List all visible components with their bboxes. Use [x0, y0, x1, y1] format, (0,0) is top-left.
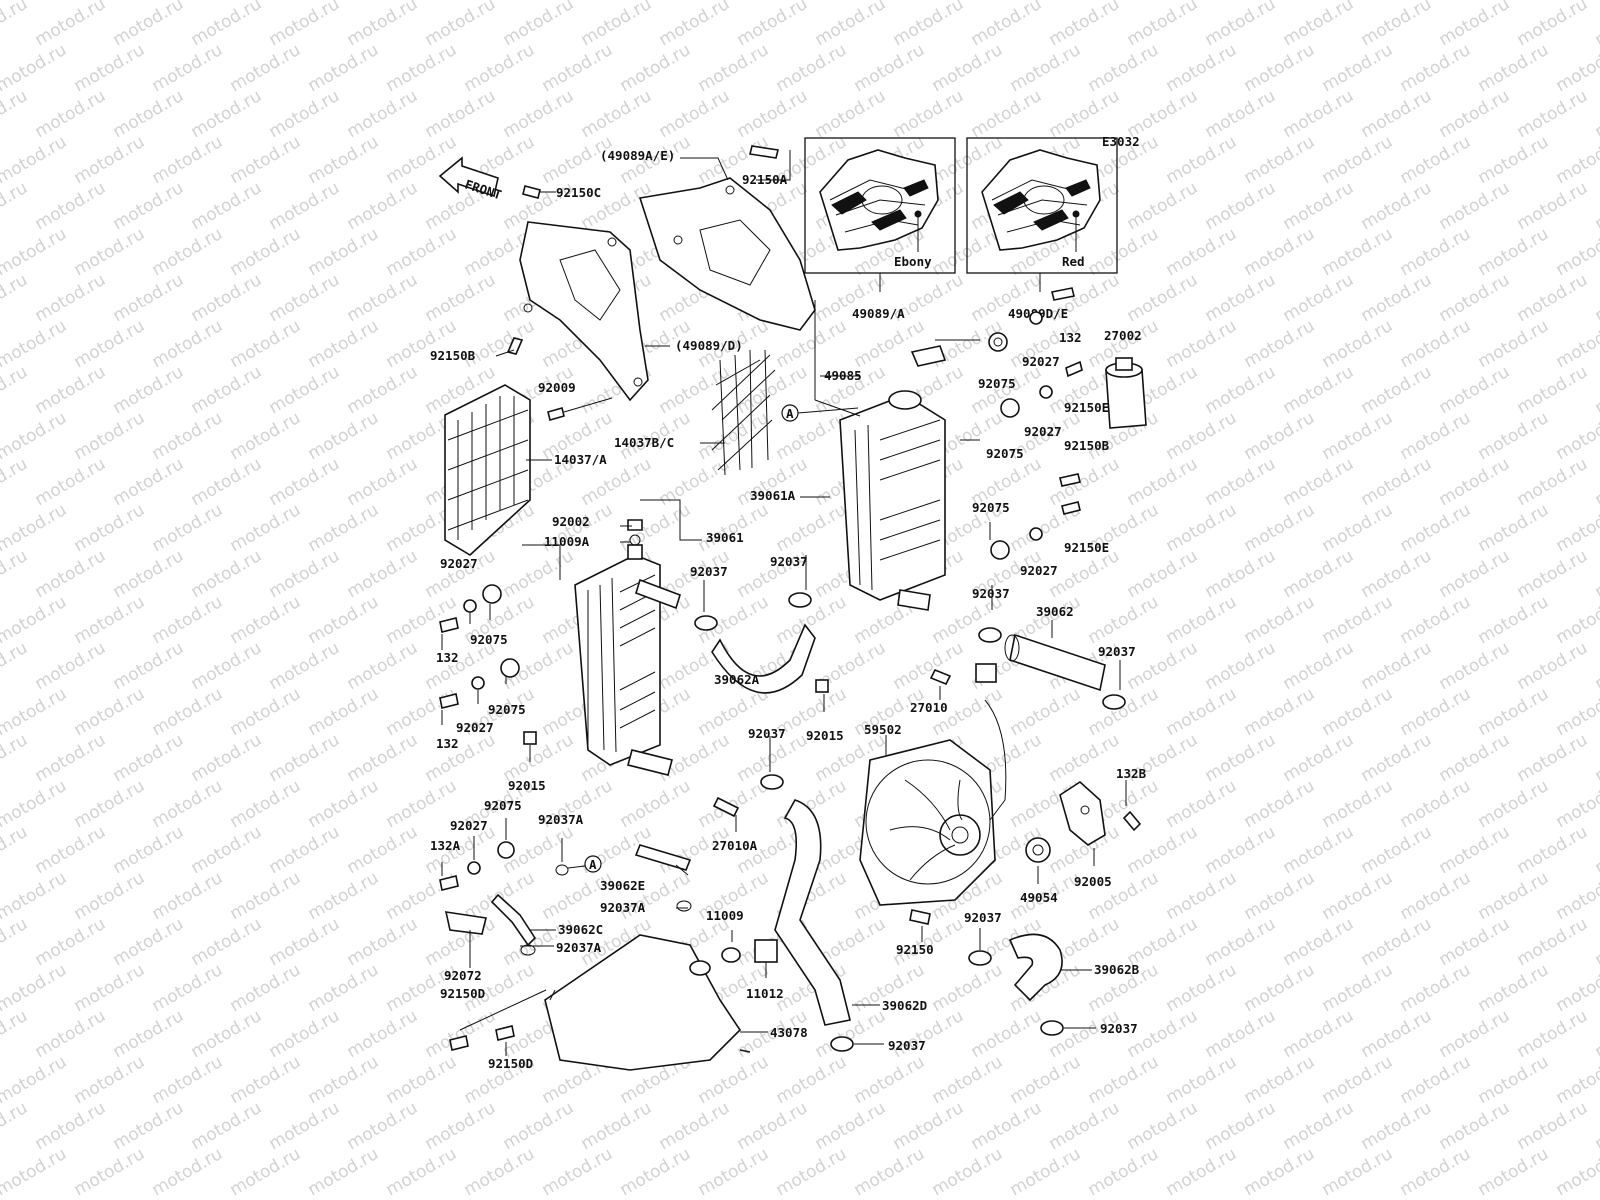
- svg-text:A: A: [589, 857, 597, 872]
- callout-label: 92037: [972, 586, 1010, 601]
- callout-label: 14037B/C: [614, 435, 674, 450]
- hose-39062C: [490, 893, 537, 947]
- callout-label: 92150D: [488, 1056, 533, 1071]
- callout-label: 92072: [444, 968, 482, 983]
- hardware-parts: [439, 145, 1142, 1053]
- callout-label: 39062: [1036, 604, 1074, 619]
- callout-label: 27002: [1104, 328, 1142, 343]
- svg-text:A: A: [786, 406, 794, 421]
- hose-39062: [1004, 633, 1106, 692]
- leader-lines: [441, 150, 1127, 1056]
- callout-label: 92037: [1098, 644, 1136, 659]
- callout-label: 92150: [896, 942, 934, 957]
- callout-label: 14037/A: [554, 452, 607, 467]
- callout-label: 92075: [484, 798, 522, 813]
- callout-label: 92150B: [430, 348, 476, 363]
- callout-label: 92037A: [556, 940, 602, 955]
- callout-label: 92037A: [538, 812, 584, 827]
- callout-label: 92150E: [1064, 400, 1109, 415]
- callout-label: 92027: [1024, 424, 1062, 439]
- callout-label: 49085: [824, 368, 862, 383]
- cooling-fan: [859, 663, 1007, 906]
- callout-label: 92037A: [600, 900, 646, 915]
- callout-label: 92015: [806, 728, 844, 743]
- overflow-bottle: [1105, 357, 1147, 429]
- reservoir-tank: [544, 934, 742, 1071]
- variant-box-ebony: Ebony 49089/A: [804, 137, 956, 321]
- variant-box-red: Red 49089D/E: [966, 137, 1118, 321]
- callout-label: 27010A: [712, 838, 758, 853]
- callout-label: (49089A/E): [600, 148, 675, 163]
- diagram-code: E3032: [1102, 134, 1140, 149]
- callout-label: 92027: [1022, 354, 1060, 369]
- callout-label: 11009A: [544, 534, 590, 549]
- callout-label: 39062B: [1094, 962, 1140, 977]
- radiator-left: [574, 544, 681, 776]
- callout-label: (49089/D): [675, 338, 743, 353]
- callout-label: 92027: [456, 720, 494, 735]
- callout-label: 92075: [488, 702, 526, 717]
- callout-label: 92075: [972, 500, 1010, 515]
- radiator-louver-left: [444, 384, 531, 556]
- callout-label: 59502: [864, 722, 902, 737]
- callout-label: 132B: [1116, 766, 1147, 781]
- hose-39062A: [711, 623, 816, 694]
- callout-label: 92150A: [742, 172, 788, 187]
- callout-label: 39062A: [714, 672, 760, 687]
- callout-label: 132: [436, 736, 459, 751]
- reference-marker-a-top: A: [781, 404, 859, 422]
- callout-label: 39061A: [750, 488, 796, 503]
- reference-marker-a-bottom: A: [567, 855, 602, 873]
- callout-label: 132A: [430, 838, 461, 853]
- callout-label: 92015: [508, 778, 546, 793]
- hose-39062E: [634, 844, 692, 871]
- callout-label: 92002: [552, 514, 590, 529]
- callout-label: 11012: [746, 986, 784, 1001]
- callout-label: 92009: [538, 380, 576, 395]
- variant-caption-red: Red: [1062, 254, 1085, 269]
- callout-label: 92027: [440, 556, 478, 571]
- callout-label: 92037: [1100, 1021, 1138, 1036]
- callout-label: 92150D: [440, 986, 485, 1001]
- front-arrow-icon: FRONT: [438, 156, 504, 202]
- radiator-shroud-right: [638, 177, 816, 331]
- callout-label: 132: [436, 650, 459, 665]
- callout-label: 92037: [770, 554, 808, 569]
- callout-label: 49054: [1020, 890, 1058, 905]
- radiator-louver-right: [711, 349, 776, 476]
- callout-label: 92005: [1074, 874, 1112, 889]
- hose-39062B: [1008, 933, 1063, 1002]
- callout-label: 11009: [706, 908, 744, 923]
- callout-label: 92037: [888, 1038, 926, 1053]
- callout-label: 27010: [910, 700, 948, 715]
- callout-label: 92027: [450, 818, 488, 833]
- callout-label: 39062E: [600, 878, 645, 893]
- callout-label: 39062C: [558, 922, 603, 937]
- callout-label: 92150E: [1064, 540, 1109, 555]
- callout-label: 92037: [690, 564, 728, 579]
- callout-label: 39062D: [882, 998, 927, 1013]
- radiator-shroud-left: [519, 221, 649, 402]
- thermostat-cover: [1025, 780, 1106, 863]
- callout-labels: (49089A/E) 92150A 92150C 132 27002 92027…: [430, 148, 1147, 1071]
- variant-caption-ebony: Ebony: [894, 254, 932, 269]
- callout-label: 92075: [978, 376, 1016, 391]
- callout-label: 43078: [770, 1025, 808, 1040]
- hose-39062D: [774, 799, 851, 1026]
- callout-label: 92037: [748, 726, 786, 741]
- callout-label: 92075: [470, 632, 508, 647]
- callout-label: 39061: [706, 530, 744, 545]
- callout-label: 92027: [1020, 563, 1058, 578]
- callout-label: 92037: [964, 910, 1002, 925]
- callout-label: 92150B: [1064, 438, 1110, 453]
- callout-label: 92075: [986, 446, 1024, 461]
- callout-label: 92150C: [556, 185, 601, 200]
- variant-part-ebony: 49089/A: [852, 306, 905, 321]
- callout-label: 132: [1059, 330, 1082, 345]
- radiator-right: [839, 390, 946, 611]
